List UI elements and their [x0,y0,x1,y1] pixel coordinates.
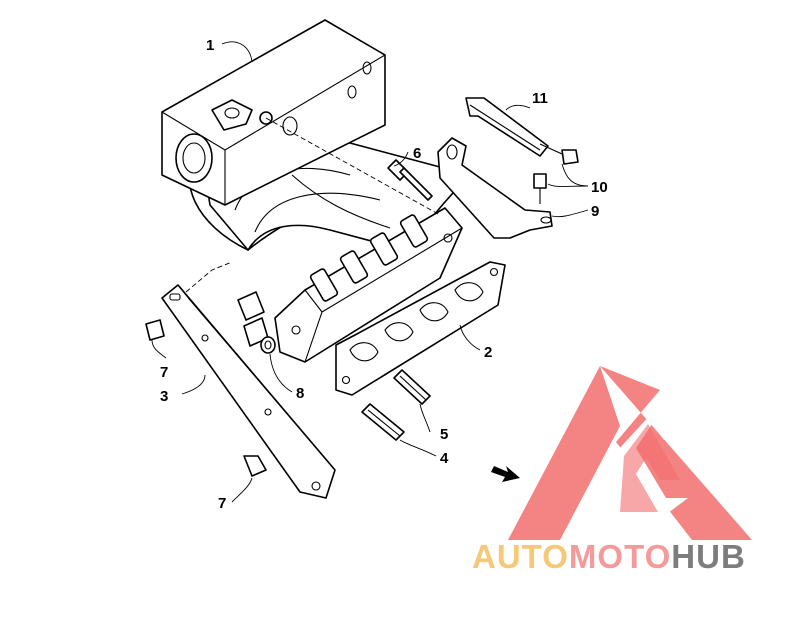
lower-bracket-part [437,137,553,239]
cylinder-head-flange-part [274,207,463,363]
stud-4 [361,403,405,441]
callout-labels: 1 11 6 10 9 2 7 3 8 5 4 7 [160,37,608,512]
svg-text:AUTOMOTOHUB: AUTOMOTOHUB [472,538,746,575]
bolt-10-upper [539,143,579,165]
callout-3: 3 [160,388,168,405]
callout-8: 8 [296,385,304,402]
support-bracket-part [161,284,336,499]
gasket-part [335,261,506,396]
watermark-moto: MOTO [569,538,671,575]
direction-arrow-icon [491,466,520,482]
callout-7-upper: 7 [160,364,168,381]
callout-11: 11 [532,90,548,107]
callout-6: 6 [413,145,421,162]
leader-lines [151,41,589,503]
callout-4: 4 [440,450,449,467]
bolt-7-upper [145,319,165,341]
bolt-10-lower [533,173,547,204]
upper-bracket-strap-part [465,97,549,157]
watermark-hub: HUB [671,538,746,575]
callout-7-lower: 7 [218,495,226,512]
watermark-brand-text: AUTOMOTOHUB [472,538,746,575]
callout-10: 10 [591,179,608,196]
washer-8 [260,336,276,354]
triangle-logo-icon [508,366,752,540]
bolt-7-lower [243,455,267,477]
callout-5: 5 [440,426,448,443]
stud-bolt-6 [387,159,433,201]
callout-1: 1 [206,37,214,54]
stud-5 [393,369,431,405]
callout-9: 9 [591,203,599,220]
watermark-auto: AUTO [472,538,569,575]
callout-2: 2 [484,344,492,361]
